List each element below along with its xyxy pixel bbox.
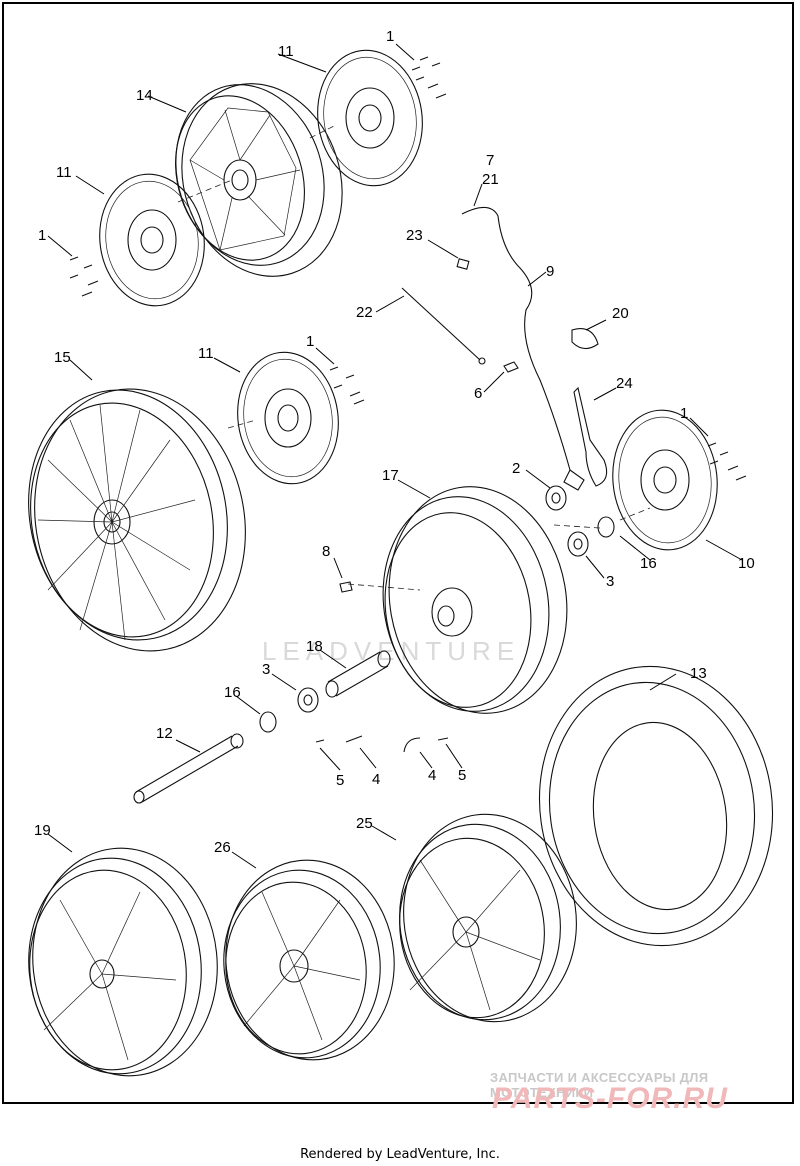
callout-11-top: 11 [278,43,294,60]
callout-16-right: 16 [640,555,657,572]
callout-4-left: 4 [372,771,380,788]
part-23-nut [456,258,470,270]
callout-1-right: 1 [680,405,688,422]
callout-26: 26 [214,839,231,856]
callout-15: 15 [54,349,71,366]
callout-3-left: 3 [262,661,270,678]
callout-1-middle: 1 [306,333,314,350]
callout-17: 17 [382,467,399,484]
callout-5-right: 5 [458,767,466,784]
callout-12: 12 [156,725,173,742]
callout-6: 6 [474,385,482,402]
part-13-tire [538,665,774,947]
callout-11-left: 11 [56,164,72,181]
part-6-clip [503,361,519,373]
part-16-spacers [259,516,615,733]
part-22-tie-strap [401,287,486,365]
callout-1-top: 1 [386,28,394,45]
callout-labels: 1 11 14 11 1 7 21 23 9 22 20 6 24 1 11 1… [34,28,755,856]
callout-16-left: 16 [224,684,241,701]
callout-2: 2 [512,460,520,477]
watermark-text: LEADVENTURE [262,636,520,666]
part-18-spacer [325,650,391,698]
leader-lines [47,43,743,869]
callout-14: 14 [136,87,153,104]
callout-4-right: 4 [428,767,436,784]
part-26-wheel [223,859,395,1061]
callout-13: 13 [690,665,707,682]
part-24-sensor-bracket [573,386,608,487]
part-8-clip [339,581,353,593]
footer-credit: Rendered by LeadVenture, Inc. [300,1147,500,1162]
callout-5-left: 5 [336,772,344,789]
part-15-wheel [28,388,246,652]
part-12-axle [133,733,244,804]
brand-tagline: ЗАПЧАСТИ И АКСЕССУАРЫ ДЛЯ МОТОТЕХНИКИ [490,1070,709,1100]
callout-1-left: 1 [38,227,46,244]
callout-9: 9 [546,263,554,280]
callout-19: 19 [34,822,51,839]
callout-24: 24 [616,375,633,392]
part-10-rotor [612,409,718,551]
callout-11-middle: 11 [198,345,214,362]
alignment-lines [177,125,651,591]
part-17-wheel [382,486,568,714]
callout-20: 20 [612,305,629,322]
part-4-5-valve-stems [315,735,449,753]
diagram-frame [2,2,794,1104]
part-3-bearings [297,485,589,713]
brand-logo: PARTS-FOR.RU [492,1082,728,1115]
callout-10: 10 [738,555,755,572]
callout-23: 23 [406,227,423,244]
callout-7: 7 [486,152,494,169]
part-11-rotor-top [317,49,423,187]
part-1-bolts [69,56,747,481]
part-20-bracket [571,328,599,350]
callout-21: 21 [482,171,499,188]
part-25-wheel [399,813,577,1023]
part-19-wheel [28,847,218,1077]
callout-8: 8 [322,543,330,560]
callout-25: 25 [356,815,373,832]
part-11-rotor-left [99,173,205,307]
callout-3-right: 3 [606,573,614,590]
callout-22: 22 [356,304,373,321]
part-9-sensor-cable [461,206,585,491]
part-14-wheel [175,83,343,277]
callout-18: 18 [306,638,323,655]
part-11-rotor-middle [237,351,339,485]
